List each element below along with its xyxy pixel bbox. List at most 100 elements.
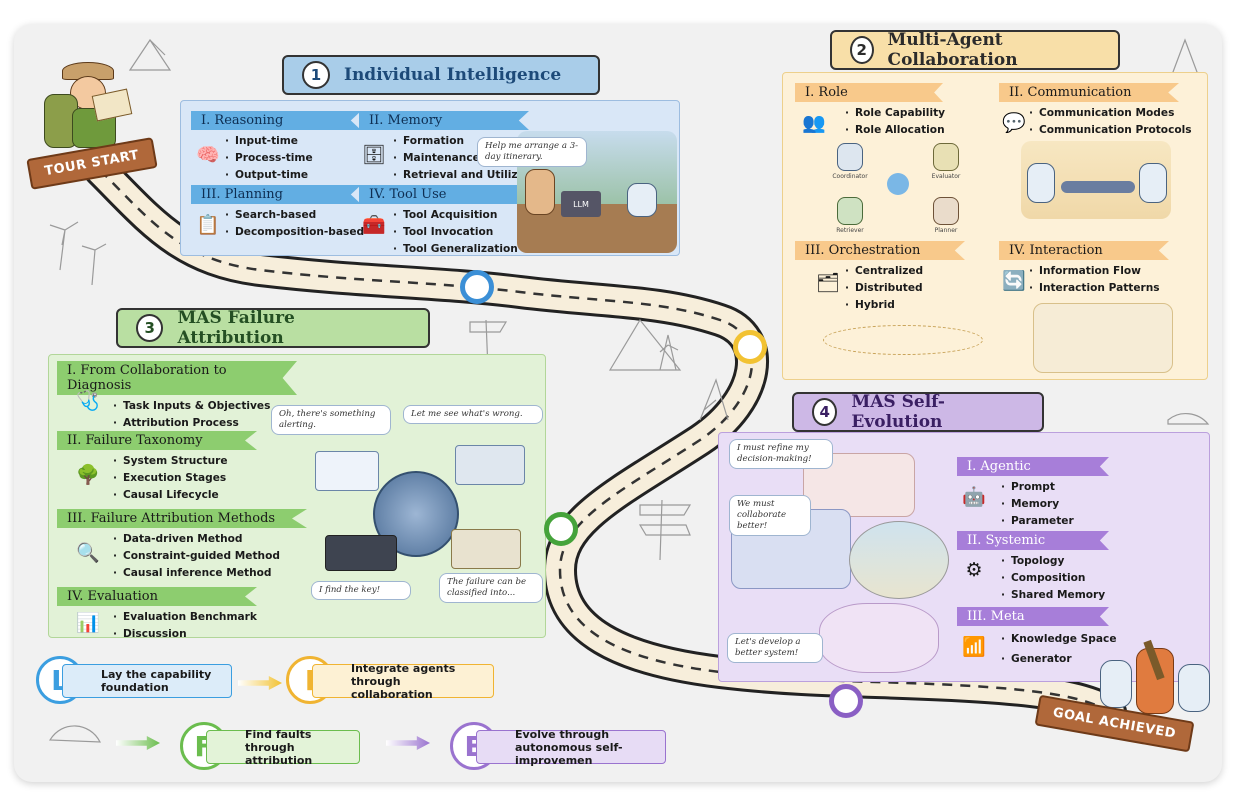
list-item: Memory: [1001, 496, 1109, 513]
refine-illustration: [803, 453, 915, 517]
bot-label: Retriever: [836, 227, 864, 234]
tooluse-block: IV. Tool Use 🧰 Tool Acquisition Tool Inv…: [359, 183, 529, 258]
list-item: Tool Invocation: [393, 224, 529, 241]
section1-banner: 1 Individual Intelligence: [282, 55, 600, 95]
key-bubble: I find the key!: [311, 581, 411, 600]
list-item: Composition: [1001, 570, 1109, 587]
robot-icon: [933, 143, 959, 171]
legend-text: Integrate agents through collaboration: [351, 661, 456, 701]
memory-block: II. Memory 🗄 Formation Maintenance Retri…: [359, 109, 548, 184]
agentic-list: Prompt Memory Parameter: [1001, 479, 1109, 530]
agentic-block: I. Agentic 🤖 Prompt Memory Parameter: [957, 455, 1109, 530]
evaluation-list: Evaluation Benchmark Discussion: [113, 609, 257, 643]
legend-text: Lay the capability foundation: [101, 668, 212, 694]
bot-label: Evaluator: [931, 173, 961, 180]
team-lightbulb-icon: 👥: [802, 111, 826, 134]
hierarchy-icon: 🗂: [815, 271, 841, 294]
systemic-block: II. Systemic ⚙ Topology Composition Shar…: [957, 529, 1109, 604]
section1-number: 1: [302, 61, 330, 89]
section2-banner: 2 Multi-Agent Collaboration: [830, 30, 1120, 70]
list-item: Formation: [393, 133, 548, 150]
alert-bubble: Oh, there's something alerting.: [271, 405, 391, 435]
communication-list: Communication Modes Communication Protoc…: [1029, 105, 1192, 139]
list-item: Shared Memory: [1001, 587, 1109, 604]
road-node-blue: [460, 270, 494, 304]
classify-bubble: The failure can be classified into...: [439, 573, 543, 603]
orchestration-heading: III. Orchestration: [795, 241, 965, 260]
memory-list: Formation Maintenance Retrieval and Util…: [393, 133, 548, 184]
list-item: Prompt: [1001, 479, 1109, 496]
climbing-stairs-icon: 📶: [962, 635, 986, 658]
list-item: Hybrid: [845, 297, 965, 314]
role-block: I. Role 👥 Role Capability Role Allocatio…: [795, 81, 945, 139]
role-list: Role Capability Role Allocation: [845, 105, 945, 139]
server-icon: [325, 535, 397, 571]
role-bots-illustration: Coordinator Evaluator Retriever Planner: [823, 137, 973, 237]
interaction-heading: IV. Interaction: [999, 241, 1169, 260]
section2-title: Multi-Agent Collaboration: [887, 30, 1018, 70]
network-hub-icon: [887, 173, 909, 195]
list-item: Retrieval and Utilization: [393, 167, 548, 184]
section3-banner: 3 MAS Failure Attribution: [116, 308, 430, 348]
robot-icon: [1139, 163, 1167, 203]
list-item: Distributed: [845, 280, 965, 297]
interaction-board-illustration: [1033, 303, 1173, 373]
section2-panel: I. Role 👥 Role Capability Role Allocatio…: [782, 72, 1208, 380]
memory-heading: II. Memory: [359, 111, 529, 130]
reasoning-list: Input-time Process-time Output-time: [225, 133, 361, 184]
agentic-heading: I. Agentic: [957, 457, 1109, 476]
robot-icon: [627, 183, 657, 217]
legend-l: Lay the capability foundation: [62, 664, 232, 698]
list-item: Input-time: [225, 133, 361, 150]
robot-icon: [837, 197, 863, 225]
check-bubble: Let me see what's wrong.: [403, 405, 543, 424]
taxonomy-heading: II. Failure Taxonomy: [57, 431, 257, 450]
section4-title: MAS Self-Evolution: [851, 392, 945, 432]
list-item: Generator: [1001, 649, 1117, 669]
traveler-start: [36, 62, 136, 172]
diagnosis-heading: I. From Collaboration to Diagnosis: [57, 361, 297, 395]
tree-diagram-icon: 🌳: [76, 463, 100, 486]
list-item: Role Allocation: [845, 122, 945, 139]
alert-screen: [315, 451, 379, 491]
planning-board-icon: 📋: [196, 213, 220, 236]
list-item: Tool Acquisition: [393, 207, 529, 224]
list-item: Maintenance: [393, 150, 548, 167]
evaluation-heading: IV. Evaluation: [57, 587, 257, 606]
goal-group-illustration: [1090, 639, 1220, 750]
stethoscope-icon: 🩺: [76, 389, 100, 412]
road-node-yellow: [733, 330, 767, 364]
list-item: System Structure: [113, 453, 257, 470]
refine-bubble: I must refine my decision-making!: [729, 439, 833, 469]
tooluse-heading: IV. Tool Use: [359, 185, 529, 204]
list-item: Causal inference Method: [113, 565, 307, 582]
list-item: Tool Generalization: [393, 241, 529, 258]
planning-block: III. Planning 📋 Search-based Decompositi…: [191, 183, 364, 241]
section2-number: 2: [850, 36, 874, 64]
section4-banner: 4 MAS Self-Evolution: [792, 392, 1044, 432]
robot-icon: [837, 143, 863, 171]
planning-list: Search-based Decomposition-based: [225, 207, 364, 241]
robot-icon: [933, 197, 959, 225]
methods-block: III. Failure Attribution Methods 🔍 Data-…: [57, 507, 307, 582]
legend-e: Evolve through autonomous self-improveme…: [476, 728, 666, 767]
road-node-green: [544, 512, 578, 546]
list-item: Causal Lifecycle: [113, 487, 257, 504]
section1-panel: I. Reasoning 🧠 Input-time Process-time O…: [180, 100, 680, 258]
systemic-heading: II. Systemic: [957, 531, 1109, 550]
list-item: Topology: [1001, 553, 1109, 570]
interaction-list: Information Flow Interaction Patterns: [1029, 263, 1169, 297]
communication-heading: II. Communication: [999, 83, 1179, 102]
legend-text: Find faults through attribution: [245, 727, 313, 767]
list-item: Constraint-guided Method: [113, 548, 307, 565]
robot-icon: [1027, 163, 1055, 203]
traveler-station-illustration: [849, 521, 949, 599]
orchestration-block: III. Orchestration 🗂 Centralized Distrib…: [795, 239, 965, 314]
meta-list: Knowledge Space Generator: [1001, 629, 1117, 669]
list-item: Parameter: [1001, 513, 1109, 530]
interaction-block: IV. Interaction 🔄 Information Flow Inter…: [999, 239, 1169, 297]
list-item: Search-based: [225, 207, 364, 224]
chat-group-icon: 💬: [1002, 111, 1026, 134]
methods-heading: III. Failure Attribution Methods: [57, 509, 307, 528]
collaborate-bubble: We must collaborate better!: [729, 495, 811, 536]
